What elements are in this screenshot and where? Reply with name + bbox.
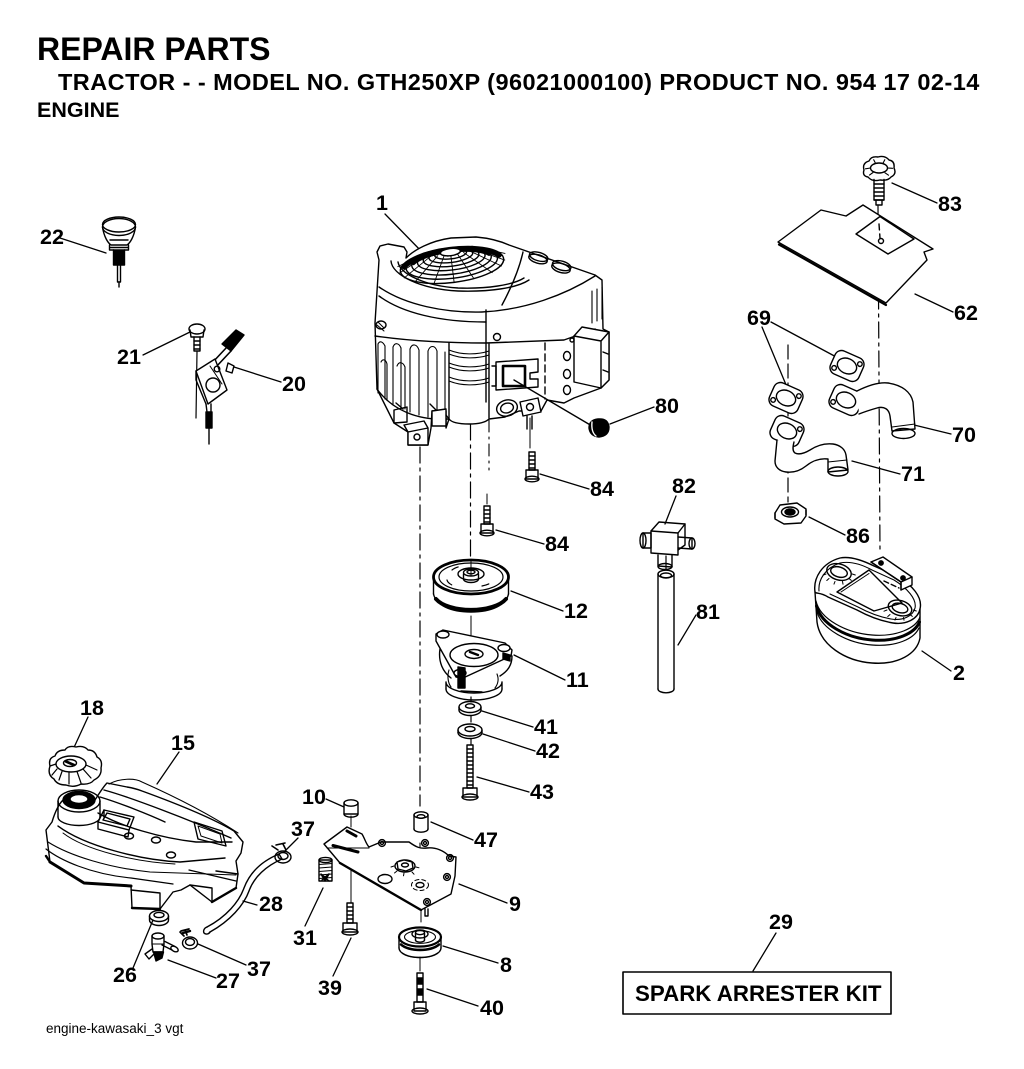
svg-text:28: 28: [259, 892, 283, 916]
svg-text:84: 84: [545, 532, 569, 556]
svg-text:2: 2: [953, 661, 965, 685]
svg-text:REPAIR PARTS: REPAIR PARTS: [37, 31, 271, 67]
svg-text:20: 20: [282, 372, 306, 396]
svg-text:SPARK ARRESTER KIT: SPARK ARRESTER KIT: [635, 981, 882, 1006]
svg-text:80: 80: [655, 394, 679, 418]
svg-text:31: 31: [293, 926, 317, 950]
svg-text:62: 62: [954, 301, 978, 325]
svg-text:37: 37: [291, 817, 315, 841]
svg-text:15: 15: [171, 731, 195, 755]
svg-text:9: 9: [509, 892, 521, 916]
svg-text:43: 43: [530, 780, 554, 804]
svg-text:8: 8: [500, 953, 512, 977]
svg-text:71: 71: [901, 462, 925, 486]
svg-text:ENGINE: ENGINE: [37, 98, 119, 122]
svg-text:70: 70: [952, 423, 976, 447]
svg-text:41: 41: [534, 715, 558, 739]
svg-text:39: 39: [318, 976, 342, 1000]
svg-text:12: 12: [564, 599, 588, 623]
svg-text:82: 82: [672, 474, 696, 498]
svg-text:83: 83: [938, 192, 962, 216]
svg-text:37: 37: [247, 957, 271, 981]
svg-text:22: 22: [40, 225, 64, 249]
svg-text:26: 26: [113, 963, 137, 987]
svg-text:27: 27: [216, 969, 240, 993]
svg-text:69: 69: [747, 306, 771, 330]
svg-text:40: 40: [480, 996, 504, 1020]
svg-text:1: 1: [376, 191, 388, 215]
svg-text:29: 29: [769, 910, 793, 934]
svg-text:11: 11: [566, 668, 589, 692]
svg-text:86: 86: [846, 524, 870, 548]
svg-text:18: 18: [80, 696, 104, 720]
svg-text:10: 10: [302, 785, 326, 809]
svg-text:42: 42: [536, 739, 560, 763]
svg-text:21: 21: [117, 345, 141, 369]
svg-text:TRACTOR - - MODEL NO. GTH250XP: TRACTOR - - MODEL NO. GTH250XP (96021000…: [58, 69, 980, 95]
svg-text:81: 81: [696, 600, 720, 624]
svg-text:engine-kawasaki_3 vgt: engine-kawasaki_3 vgt: [46, 1021, 184, 1036]
svg-text:47: 47: [474, 828, 498, 852]
svg-text:84: 84: [590, 477, 614, 501]
